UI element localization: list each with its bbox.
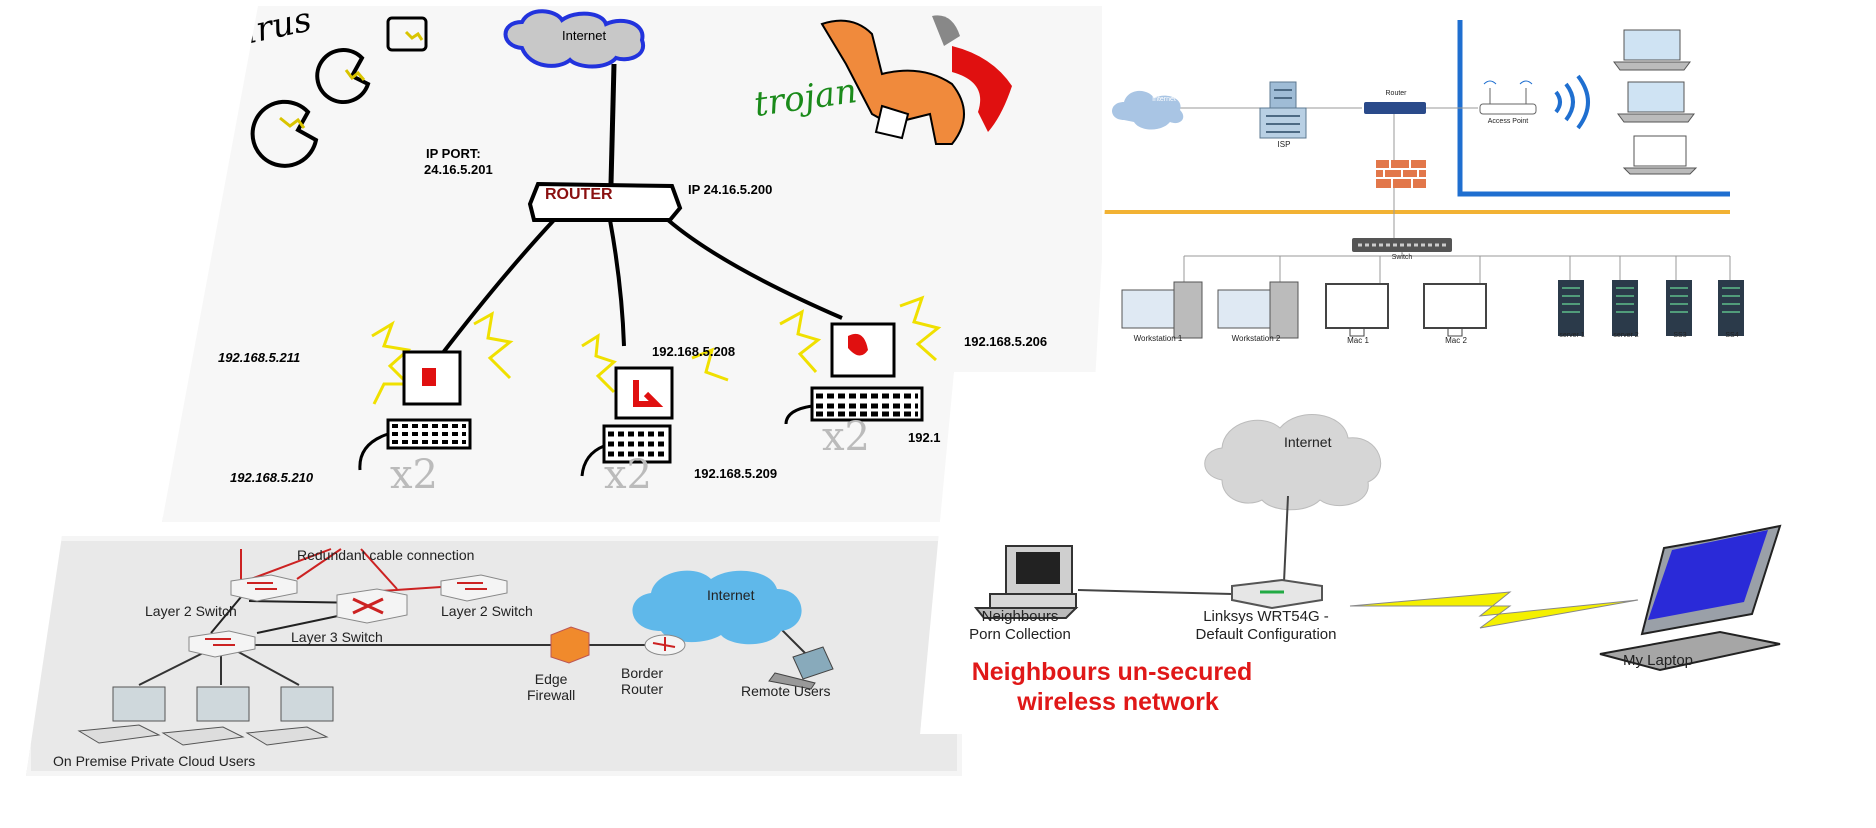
virus-icon xyxy=(386,16,428,52)
internet-label: Internet xyxy=(562,28,607,43)
laptop-icon xyxy=(1617,81,1695,123)
mac-icon xyxy=(1423,283,1487,337)
access-point-icon xyxy=(1479,80,1537,115)
diagram-title-line2: wireless network xyxy=(1017,688,1219,716)
layer2-switch-label: Layer 2 Switch xyxy=(145,603,237,619)
edge-firewall-icon xyxy=(550,626,590,664)
border-router-label: Border Router xyxy=(621,665,664,697)
device-label: server 1 xyxy=(1559,332,1585,339)
cloud-users-label: On Premise Private Cloud Users xyxy=(53,753,256,769)
internet-cloud-icon xyxy=(1112,90,1184,130)
internet-cloud-icon xyxy=(632,570,802,645)
router-icon xyxy=(1364,102,1426,114)
multiplier-label: x2 xyxy=(604,452,653,498)
hand-drawn-diagram xyxy=(250,9,1012,477)
neighbour-pc-label-line2: Porn Collection xyxy=(969,626,1071,643)
server-icon xyxy=(1666,280,1692,336)
neighbour-network-panel: Internet Neighbours Porn Collection Link… xyxy=(920,372,1840,734)
desktop-icon xyxy=(77,686,166,744)
access-switch-icon xyxy=(188,630,256,658)
laptop-icon xyxy=(1613,29,1691,71)
device-label: server 2 xyxy=(1613,332,1639,339)
firewall-icon xyxy=(1376,160,1426,188)
edge-firewall-label: Edge Firewall xyxy=(527,671,576,703)
router-label: ROUTER xyxy=(545,186,613,203)
linksys-label-line2: Default Configuration xyxy=(1195,626,1337,643)
computer-icon xyxy=(402,350,462,406)
workstation-icon xyxy=(1217,281,1299,339)
workstation-icon xyxy=(1121,281,1203,339)
my-laptop-label: My Laptop xyxy=(1622,652,1694,669)
isp-label: ISP xyxy=(1277,140,1291,149)
neighbour-network-diagram xyxy=(973,414,1782,672)
internet-cloud-icon xyxy=(1204,414,1382,511)
host-ip-label: 192.168.5.209 xyxy=(694,466,778,481)
device-label: SS4 xyxy=(1725,332,1739,339)
hand-drawn-network-panel: virus trojan Internet ROUTER IP PORT: 24… xyxy=(162,6,1102,522)
neighbour-pc-icon xyxy=(973,545,1079,619)
redundant-cable-label: Redundant cable connection xyxy=(297,547,475,563)
device-label: Workstation 1 xyxy=(1133,334,1183,343)
layer2-switch-icon xyxy=(230,574,298,602)
host-ip-label: 192.168.5.211 xyxy=(218,350,301,365)
internet-cloud-icon xyxy=(503,9,646,69)
internet-label: Internet xyxy=(1152,96,1176,103)
device-label: Mac 2 xyxy=(1445,336,1467,345)
layer2-switch-label: Layer 2 Switch xyxy=(441,603,533,619)
remote-laptop-icon xyxy=(768,646,834,690)
internet-label: Internet xyxy=(1284,434,1332,450)
linksys-label-line1: Linksys WRT54G - xyxy=(1203,608,1329,625)
my-laptop-icon xyxy=(1599,524,1782,672)
computer-icon xyxy=(614,366,674,420)
router-label: Router xyxy=(1385,90,1407,97)
office-network-diagram xyxy=(1104,20,1744,339)
multiplier-label: x2 xyxy=(390,452,439,498)
device-label: Workstation 2 xyxy=(1231,334,1281,343)
access-point-label: Access Point xyxy=(1487,118,1529,125)
trojan-horse-icon xyxy=(820,15,1012,145)
multiplier-label: x2 xyxy=(822,414,871,460)
diagram-title-line1: Neighbours un-secured xyxy=(971,658,1253,686)
linksys-router-icon xyxy=(1231,578,1323,610)
ip-port-label: IP PORT: xyxy=(426,146,481,161)
device-label: Mac 1 xyxy=(1347,336,1369,345)
device-label: SS3 xyxy=(1673,332,1687,339)
router-ip-label: IP 24.16.5.200 xyxy=(688,182,773,197)
switch-label: Switch xyxy=(1391,254,1413,261)
server-icon xyxy=(1558,280,1584,336)
host-ip-label: 192.168.5.206 xyxy=(964,334,1048,349)
desktop-icon xyxy=(161,686,250,746)
neighbour-pc-label-line1: Neighbours xyxy=(981,608,1059,625)
isp-building-icon xyxy=(1259,81,1307,139)
layer3-switch-icon xyxy=(336,588,408,624)
private-cloud-diagram xyxy=(77,548,834,746)
private-cloud-panel: Redundant cable connection Layer 2 Switc… xyxy=(26,536,962,776)
desktop-icon xyxy=(245,686,334,746)
internet-label: Internet xyxy=(707,587,755,603)
server-icon xyxy=(1718,280,1744,336)
remote-users-label: Remote Users xyxy=(741,683,831,699)
mac-icon xyxy=(1325,283,1389,337)
virus-icon xyxy=(315,48,371,104)
wireless-bolt-icon xyxy=(1349,591,1639,629)
wifi-signal-icon xyxy=(1554,74,1590,130)
ip-port-value: 24.16.5.201 xyxy=(424,162,493,177)
server-icon xyxy=(1612,280,1638,336)
border-router-icon xyxy=(644,634,686,656)
layer2-switch-icon xyxy=(440,574,508,602)
office-network-panel: Internet ISP Router Access Point Switch … xyxy=(1094,12,1784,400)
layer3-switch-label: Layer 3 Switch xyxy=(291,629,383,645)
host-ip-label: 192.1 xyxy=(908,430,941,445)
host-ip-label: 192.168.5.208 xyxy=(652,344,736,359)
host-ip-label: 192.168.5.210 xyxy=(230,470,314,485)
laptop-icon xyxy=(1622,135,1698,175)
virus-icon xyxy=(250,99,319,168)
